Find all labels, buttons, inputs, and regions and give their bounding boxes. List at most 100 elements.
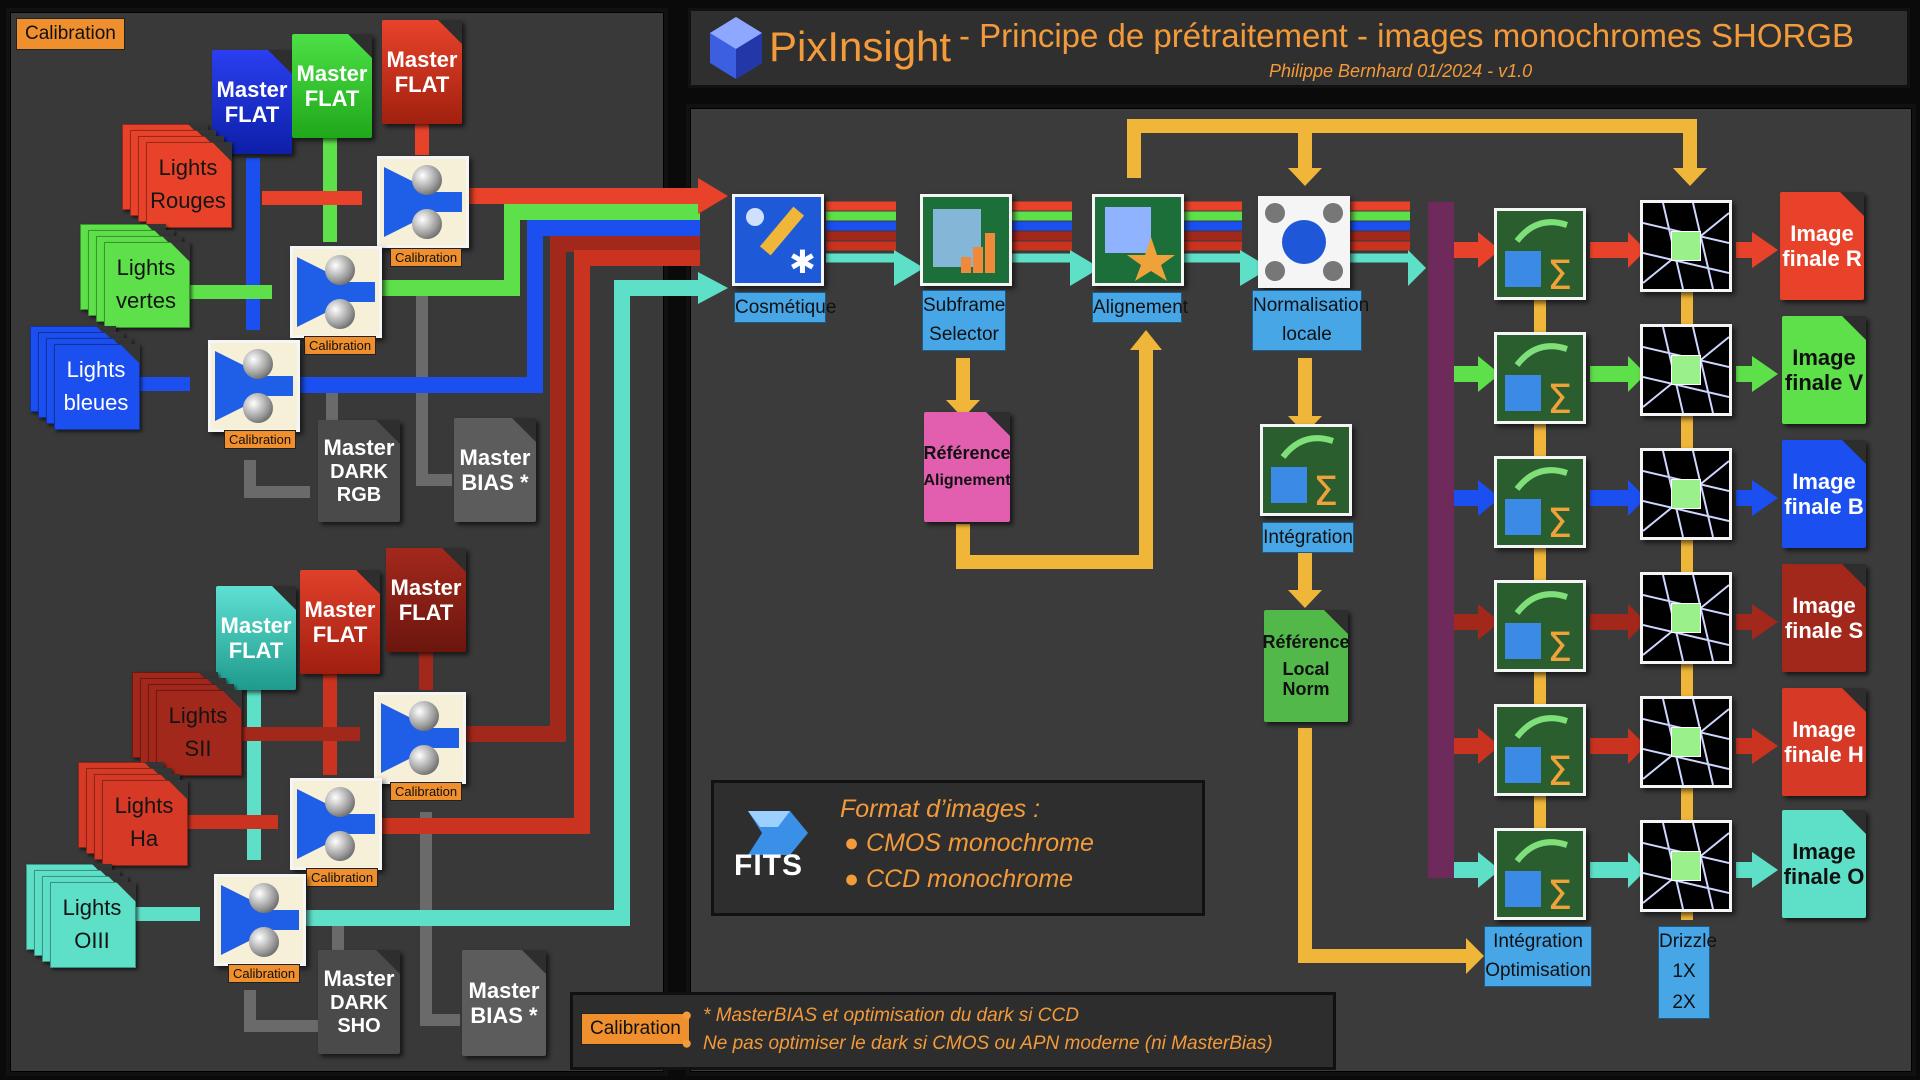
- dark-rgb-line: [244, 460, 310, 498]
- ref-align-1: Référence: [923, 443, 1011, 464]
- integration-o-icon[interactable]: Σ: [1494, 828, 1586, 920]
- calibration-icon-red-sho[interactable]: [290, 778, 382, 870]
- flat-cyan-l1: Master: [220, 612, 292, 638]
- legend-item-2: CCD monochrome: [866, 865, 1074, 893]
- lights-ha-l1: Lights: [114, 793, 174, 818]
- alignement-icon[interactable]: [1092, 194, 1184, 286]
- calibration-icon-blue[interactable]: [208, 340, 300, 432]
- svg-text:✱: ✱: [789, 243, 816, 281]
- drizzle-2: 1X: [1672, 961, 1696, 983]
- drizzle-v-icon[interactable]: [1640, 324, 1732, 416]
- page-title: - Principe de prétraitement - images mon…: [959, 17, 1854, 54]
- drizzle-s-icon[interactable]: [1640, 572, 1732, 664]
- ref-ln-1: Référence: [1262, 631, 1350, 652]
- lights-vertes-l2: vertes: [116, 288, 176, 313]
- dark-sho-line: [244, 990, 318, 1032]
- fits-logo-text: FITS: [734, 849, 803, 882]
- lights-bleues-l1: Lights: [66, 357, 126, 382]
- integration-s-icon[interactable]: Σ: [1494, 580, 1586, 672]
- cosmetique-icon[interactable]: ✱: [732, 194, 824, 286]
- out-blue: [298, 220, 700, 393]
- calibration-badge: Calibration: [390, 782, 463, 801]
- author: Philippe Bernhard 01/2024 - v1.0: [1269, 61, 1533, 81]
- drizzle-b-icon[interactable]: [1640, 448, 1732, 540]
- lights-oiii-l1: Lights: [62, 895, 122, 920]
- drizzle-h-icon[interactable]: [1640, 696, 1732, 788]
- calibration-icon-darkred[interactable]: [374, 692, 466, 784]
- master-flat-cyan: Master FLAT: [216, 586, 296, 690]
- bias-rgb-line: [416, 290, 452, 486]
- image-finale-v: Image finale V: [1782, 316, 1866, 424]
- calibration-icon-green[interactable]: [290, 246, 382, 338]
- flat-darkred-l2: FLAT: [398, 600, 454, 625]
- alignement-text: Alignement: [1093, 297, 1189, 318]
- svg-text:Σ: Σ: [1547, 873, 1572, 917]
- calibration-badge: Calibration: [306, 868, 379, 887]
- svg-text:Σ: Σ: [1547, 253, 1572, 297]
- master-flat-green: Master FLAT: [292, 34, 372, 138]
- master-bias-sho: Master BIAS *: [462, 950, 546, 1056]
- calibration-badge: Calibration: [224, 430, 297, 449]
- brand-name: PixInsight: [769, 23, 952, 70]
- master-flat-blue: Master FLAT: [212, 50, 292, 154]
- calibration-badge: Calibration: [304, 336, 377, 355]
- brush-icon: ✱: [746, 206, 816, 281]
- format-legend: FITS Format d’images : ● CMOS monochrome…: [711, 780, 1205, 916]
- drizzle-o-icon[interactable]: [1640, 820, 1732, 912]
- dark-sho-l1: Master: [323, 966, 395, 992]
- image-finale-s: Image finale S: [1782, 564, 1866, 672]
- fits-logo-icon: FITS: [732, 803, 816, 889]
- ref-ln-2: Local Norm: [1282, 658, 1330, 700]
- integration-r-icon[interactable]: Σ: [1494, 208, 1586, 300]
- legend-item-1: CMOS monochrome: [866, 829, 1094, 857]
- flat-red1-l2: FLAT: [312, 622, 368, 647]
- lights-oiii-l2: OIII: [74, 928, 110, 953]
- footer-note-1: ● * MasterBIAS et optimisation du dark s…: [681, 1005, 1079, 1026]
- lights-bleues-l2: bleues: [63, 390, 129, 415]
- title-bar: PixInsight - Principe de prétraitement -…: [688, 8, 1910, 88]
- integration-icon[interactable]: Σ: [1260, 424, 1352, 516]
- footer-note-1-text: * MasterBIAS et optimisation du dark si …: [703, 1005, 1079, 1026]
- normalisation-icon[interactable]: [1258, 196, 1350, 288]
- calibration-tag: Calibration: [16, 18, 125, 50]
- footer-calibration-tag: Calibration: [581, 1013, 690, 1045]
- reference-alignement: Référence Alignement: [923, 412, 1011, 522]
- subframe-selector-icon[interactable]: [920, 194, 1012, 286]
- subframe-text-1: Subframe: [923, 295, 1006, 316]
- pixinsight-logo-icon: [710, 17, 762, 79]
- final-r-2: finale R: [1782, 246, 1862, 271]
- integration-v-icon[interactable]: Σ: [1494, 332, 1586, 424]
- drizzle-r-icon[interactable]: [1640, 200, 1732, 292]
- legend-title: Format d’images :: [840, 795, 1041, 823]
- chart-icon: [933, 209, 995, 273]
- svg-text:Σ: Σ: [1547, 749, 1572, 793]
- svg-text:Σ: Σ: [1547, 625, 1572, 669]
- integration-b-icon[interactable]: Σ: [1494, 456, 1586, 548]
- final-h-1: Image: [1792, 716, 1856, 742]
- flat-red-l2: FLAT: [394, 72, 450, 97]
- normalisation-dots-icon: [1265, 203, 1343, 281]
- master-flat-red-sho: Master FLAT: [300, 570, 380, 674]
- final-s-1: Image: [1792, 592, 1856, 618]
- drizzle-label: Drizzle 1X 2X: [1658, 926, 1717, 1020]
- normalisation-label: Normalisation locale: [1252, 290, 1369, 351]
- master-flat-darkred: Master FLAT: [386, 548, 466, 652]
- image-finale-b: Image finale B: [1782, 440, 1866, 548]
- svg-text:Σ: Σ: [1547, 377, 1572, 421]
- out-green: [380, 204, 700, 296]
- footer-note-2: ● Ne pas optimiser le dark si CMOS ou AP…: [681, 1033, 1273, 1054]
- master-dark-rgb: Master DARK RGB: [318, 420, 400, 522]
- lights-rouges-l1: Lights: [158, 155, 218, 180]
- integration-h-icon[interactable]: Σ: [1494, 704, 1586, 796]
- flat-blue-l1: Master: [216, 76, 288, 102]
- calibration-icon-cyan[interactable]: [214, 874, 306, 966]
- bias-rgb-l2: BIAS *: [461, 470, 529, 495]
- out-darkred: [462, 236, 700, 742]
- integration-opt-label: Intégration Optimisation: [1484, 926, 1592, 987]
- final-r-1: Image: [1790, 220, 1854, 246]
- lights-rouges-l2: Rouges: [150, 188, 226, 213]
- svg-text:Σ: Σ: [1313, 469, 1338, 513]
- calibration-icon-red[interactable]: [377, 156, 469, 248]
- lights-sii-l1: Lights: [168, 703, 228, 728]
- flat-green-l2: FLAT: [304, 86, 360, 111]
